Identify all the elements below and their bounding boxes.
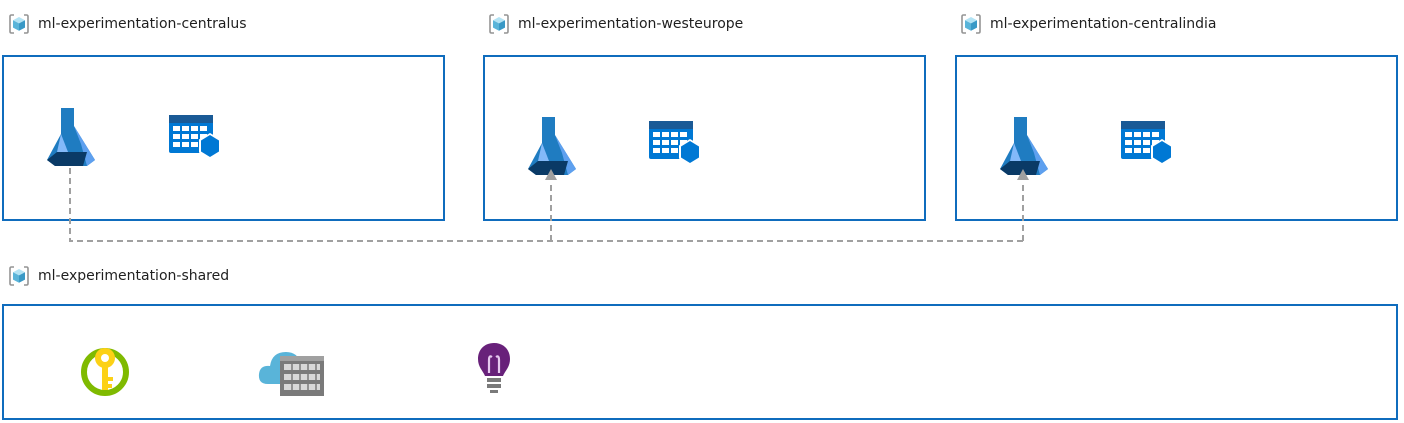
- application-insights-icon[interactable]: [474, 340, 514, 396]
- machine-learning-icon[interactable]: [524, 113, 580, 177]
- machine-learning-icon[interactable]: [996, 113, 1052, 177]
- group-title: ml-experimentation-centralindia: [990, 16, 1217, 32]
- resource-group-box-shared[interactable]: [2, 304, 1398, 420]
- group-label-shared: ml-experimentation-shared: [8, 264, 229, 288]
- resource-group-box-centralindia[interactable]: [955, 55, 1398, 221]
- group-label-westeurope: ml-experimentation-westeurope: [488, 12, 743, 36]
- machine-learning-icon[interactable]: [43, 104, 99, 168]
- resource-group-icon: [961, 14, 981, 34]
- group-label-centralindia: ml-experimentation-centralindia: [960, 12, 1216, 36]
- data-table-icon[interactable]: [647, 119, 709, 173]
- group-title: ml-experimentation-westeurope: [518, 16, 744, 32]
- data-table-icon[interactable]: [167, 113, 229, 167]
- resource-group-icon: [9, 14, 29, 34]
- resource-group-icon: [9, 266, 29, 286]
- data-table-icon[interactable]: [1119, 119, 1181, 173]
- resource-group-box-centralus[interactable]: [2, 55, 445, 221]
- container-registry-icon[interactable]: [258, 342, 330, 398]
- resource-group-box-westeurope[interactable]: [483, 55, 926, 221]
- key-vault-icon[interactable]: [79, 344, 131, 396]
- resource-group-icon: [489, 14, 509, 34]
- group-label-centralus: ml-experimentation-centralus: [8, 12, 247, 36]
- group-title: ml-experimentation-centralus: [38, 16, 247, 32]
- group-title: ml-experimentation-shared: [38, 268, 230, 284]
